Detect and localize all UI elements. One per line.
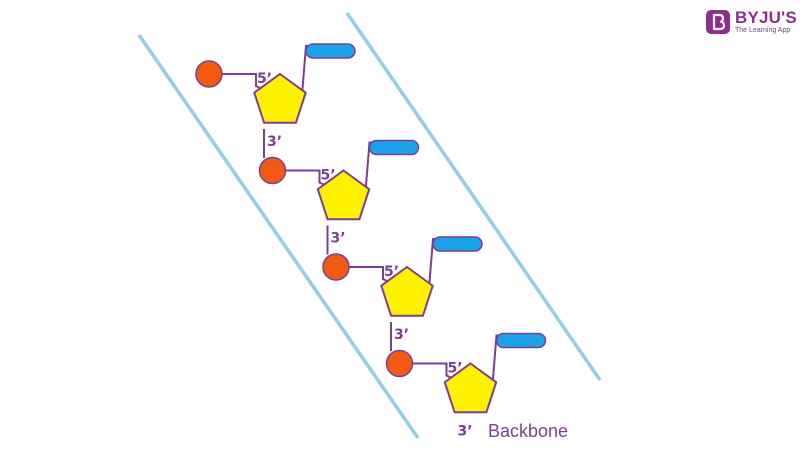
nitrogen-base-bar bbox=[368, 139, 420, 156]
nitrogen-base-bar bbox=[432, 236, 483, 252]
sugar-pentagon bbox=[443, 362, 498, 414]
nucleotide-unit-3: 5’ 3’ bbox=[322, 236, 483, 351]
three-prime-label: 3’ bbox=[331, 231, 346, 247]
sugar-pentagon bbox=[316, 169, 371, 221]
brand-logo-icon bbox=[706, 10, 730, 34]
phosphate-circle bbox=[195, 60, 223, 88]
five-prime-label: 5’ bbox=[448, 361, 463, 377]
brand-tagline: The Learning App bbox=[735, 27, 791, 34]
five-prime-label: 5’ bbox=[257, 71, 272, 87]
brand-logo: BYJU'S The Learning App bbox=[706, 8, 797, 38]
logo-badge bbox=[706, 10, 730, 34]
nitrogen-base-bar bbox=[305, 43, 356, 59]
nucleotide-unit-4: 5’ 3’ bbox=[385, 332, 547, 440]
phosphate-circle bbox=[385, 349, 414, 378]
five-prime-label: 5’ bbox=[321, 168, 336, 184]
three-prime-label: 3’ bbox=[267, 134, 282, 150]
nucleotide-units: 5’ 3’ 5’ 3’ 5’ 3’ 5’ 3’ bbox=[195, 43, 547, 440]
nucleotide-unit-2: 5’ 3’ bbox=[258, 139, 420, 255]
phosphate-circle bbox=[258, 156, 287, 185]
logo-b-glyph bbox=[712, 13, 726, 31]
left-guide-line bbox=[137, 34, 420, 439]
three-prime-label: 3’ bbox=[458, 424, 473, 440]
five-prime-label: 5’ bbox=[384, 264, 399, 280]
brand-name: BYJU'S bbox=[735, 8, 797, 27]
three-prime-label: 3’ bbox=[394, 327, 409, 343]
right-guide-line bbox=[345, 12, 602, 381]
backbone-caption: Backbone bbox=[488, 421, 568, 441]
sugar-pentagon bbox=[380, 265, 434, 317]
sugar-pentagon bbox=[253, 72, 307, 124]
nitrogen-base-bar bbox=[495, 332, 547, 349]
nucleotide-unit-1: 5’ 3’ bbox=[195, 43, 356, 158]
phosphate-circle bbox=[322, 253, 350, 281]
